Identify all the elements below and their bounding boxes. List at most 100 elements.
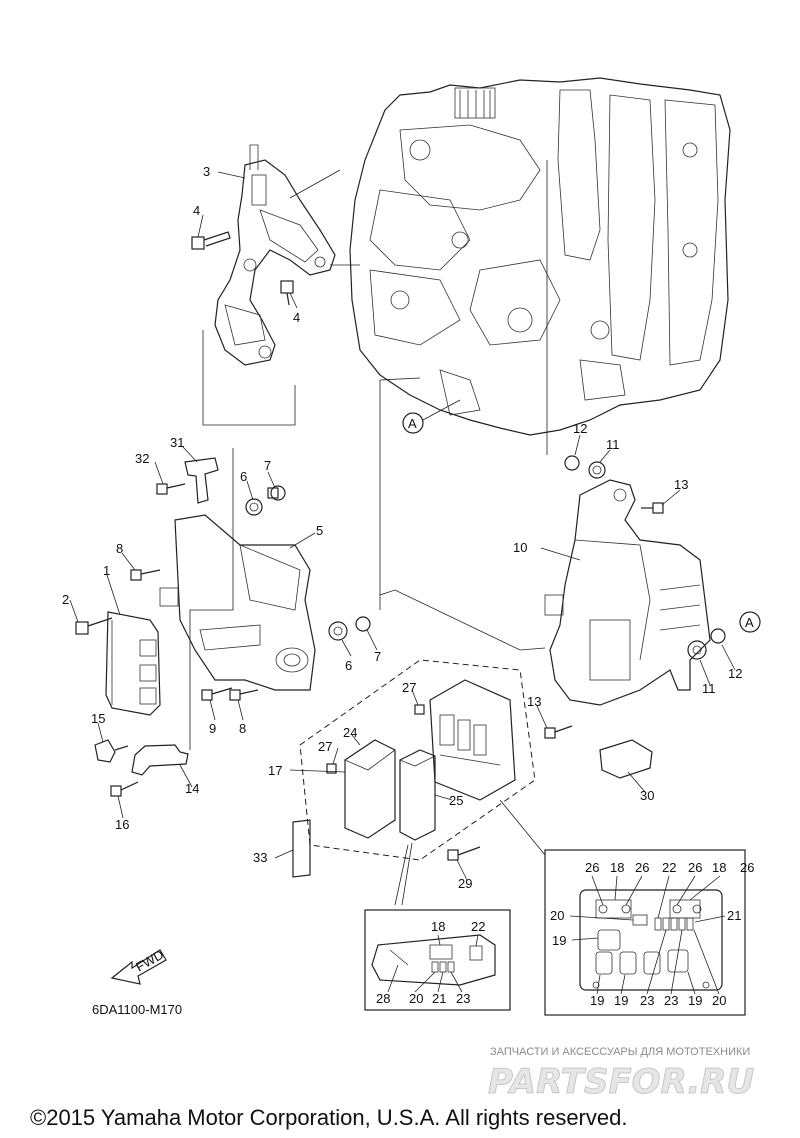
guide-line-engine-to-bracket3 <box>289 169 360 266</box>
callout-13-lower: 13 <box>527 694 541 709</box>
callout-12-upper: 12 <box>573 421 587 436</box>
detail-right-top-26a: 26 <box>585 860 599 875</box>
bolt-part-9 <box>201 687 233 701</box>
callout-33: 33 <box>253 850 267 865</box>
bracket-part-31 <box>184 457 219 504</box>
screw-part-8-upper <box>130 569 161 581</box>
relay-box-part-24 <box>344 739 396 839</box>
callout-9: 9 <box>209 721 216 736</box>
collar-part-7-lower <box>355 616 371 632</box>
guide-line-detail-left <box>394 842 413 906</box>
grommet-part-6-lower <box>328 621 348 641</box>
grommet-part-12-upper <box>564 455 580 471</box>
callout-5: 5 <box>316 523 323 538</box>
callout-30: 30 <box>640 788 654 803</box>
callout-11-lower: 11 <box>702 681 716 696</box>
detail-right-top-26d: 26 <box>740 860 754 875</box>
grommet-part-6-upper <box>245 498 263 516</box>
ref-marker-a-right <box>739 611 761 633</box>
callout-4-lower: 4 <box>293 310 300 325</box>
detail-box-left <box>364 909 511 1011</box>
callout-12-lower: 12 <box>728 666 742 681</box>
detail-right-left-19: 19 <box>552 933 566 948</box>
screw-part-13-upper <box>641 502 664 514</box>
screw-part-13-lower <box>544 725 573 739</box>
detail-right-bottom-19c: 19 <box>688 993 702 1008</box>
fuse-box-part-25 <box>399 749 436 841</box>
detail-right-junction <box>579 889 723 991</box>
callout-11-upper: 11 <box>606 437 620 452</box>
guide-line-detail-right <box>499 799 546 856</box>
detail-left-18: 18 <box>431 919 445 934</box>
callout-17: 17 <box>268 763 282 778</box>
screw-part-27-upper <box>414 704 425 715</box>
collar-part-12-lower <box>710 628 726 644</box>
callout-31: 31 <box>170 435 184 450</box>
callout-29: 29 <box>458 876 472 891</box>
detail-left-leaders <box>387 934 479 993</box>
bolt-part-4-lower <box>280 280 294 306</box>
detail-right-top-18b: 18 <box>712 860 726 875</box>
screw-part-29 <box>447 846 481 861</box>
label-part-33 <box>292 819 311 878</box>
callout-27-upper: 27 <box>402 680 416 695</box>
detail-right-bottom-20: 20 <box>712 993 726 1008</box>
screw-part-16 <box>110 781 139 797</box>
detail-left-23: 23 <box>456 991 470 1006</box>
grommet-part-11-lower <box>687 640 707 660</box>
relay-assembly-outline <box>299 659 536 861</box>
detail-right-bottom-23a: 23 <box>640 993 654 1008</box>
watermark-logo: PARTSFOR.RU <box>488 1062 754 1102</box>
callout-27-lower: 27 <box>318 739 332 754</box>
detail-right-left-20: 20 <box>550 908 564 923</box>
bolt-part-4-upper <box>191 231 231 250</box>
callout-2: 2 <box>62 592 69 607</box>
callout-7-lower: 7 <box>374 649 381 664</box>
callout-32: 32 <box>135 451 149 466</box>
detail-right-bottom-23b: 23 <box>664 993 678 1008</box>
ref-marker-a-left-label: A <box>408 416 417 431</box>
diagram-code: 6DA1100-M170 <box>92 1002 182 1017</box>
bracket-part-10 <box>544 479 711 706</box>
guide-line-vertical-left <box>202 330 296 426</box>
detail-left-28: 28 <box>376 991 390 1006</box>
guide-line-horizontal-mid <box>379 589 546 651</box>
screw-part-27-lower <box>326 763 337 774</box>
detail-right-top-18a: 18 <box>610 860 624 875</box>
callout-15: 15 <box>91 711 105 726</box>
leader-lines <box>69 171 736 881</box>
engine-block <box>349 77 731 436</box>
bracket-part-5 <box>159 514 316 691</box>
callout-16: 16 <box>115 817 129 832</box>
copyright-notice: ©2015 Yamaha Motor Corporation, U.S.A. A… <box>30 1105 627 1130</box>
guide-line-left-ecm <box>189 448 234 750</box>
detail-right-bottom-19b: 19 <box>614 993 628 1008</box>
ref-marker-a-left <box>402 399 461 434</box>
grommet-part-11-upper <box>588 461 606 479</box>
cover-part-30 <box>599 739 653 779</box>
screw-part-32 <box>156 483 186 495</box>
junction-box-detail <box>429 679 516 801</box>
callout-10: 10 <box>513 540 527 555</box>
callout-1: 1 <box>103 563 110 578</box>
callout-8-lower: 8 <box>239 721 246 736</box>
callout-13-upper: 13 <box>674 477 688 492</box>
detail-right-top-22: 22 <box>662 860 676 875</box>
collar-part-7-upper <box>267 485 286 501</box>
callout-24: 24 <box>343 725 357 740</box>
detail-box-right <box>544 849 746 1016</box>
ecm-part-1 <box>105 611 161 716</box>
callout-4-upper: 4 <box>193 203 200 218</box>
fwd-arrow-icon <box>110 949 167 985</box>
plate-part-14 <box>131 744 189 776</box>
guide-line-vertical-center <box>379 377 421 610</box>
callout-14: 14 <box>185 781 199 796</box>
bolt-part-2 <box>75 617 113 635</box>
callout-7-upper: 7 <box>264 458 271 473</box>
detail-left-21: 21 <box>432 991 446 1006</box>
callout-25: 25 <box>449 793 463 808</box>
ref-marker-a-right-label: A <box>745 615 754 630</box>
detail-right-right-21: 21 <box>727 908 741 923</box>
callout-3: 3 <box>203 164 210 179</box>
